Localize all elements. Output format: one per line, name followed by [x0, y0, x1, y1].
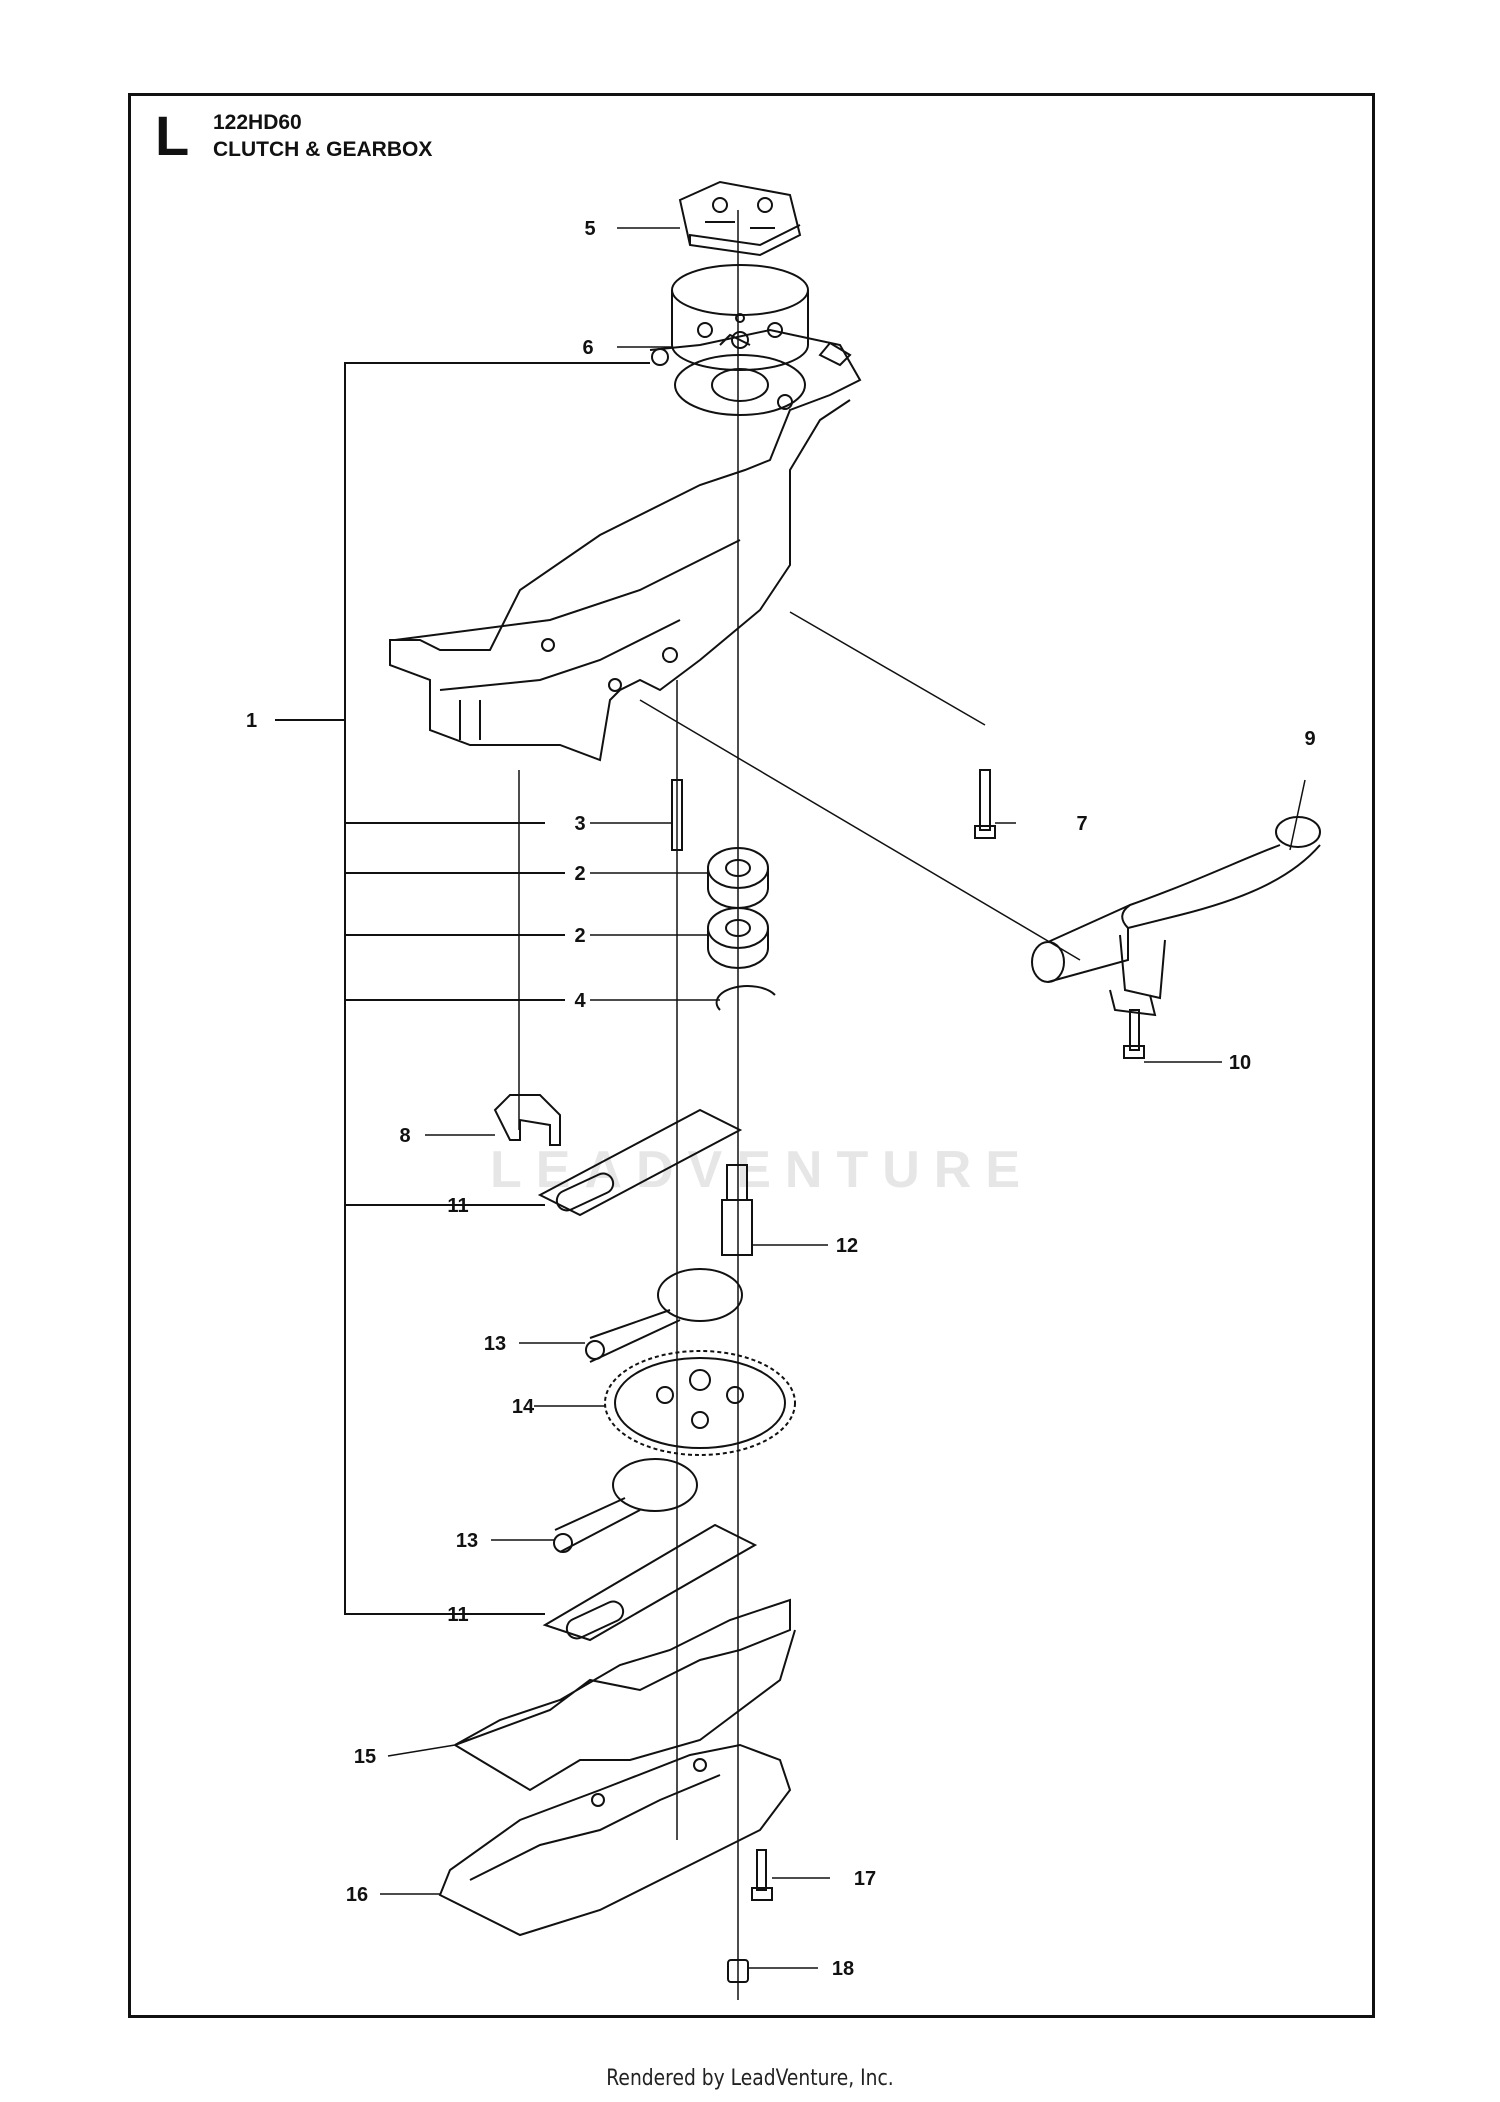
callout-18: 18 — [832, 1958, 854, 1980]
callout-5: 5 — [584, 218, 595, 240]
bearing-part-2-lower — [707, 907, 769, 969]
section-letter: L — [155, 104, 190, 167]
callout-7: 7 — [1076, 813, 1087, 835]
pin-part-3 — [671, 779, 683, 851]
callout-10: 10 — [1229, 1052, 1251, 1074]
callout-2-upper: 2 — [574, 863, 585, 885]
gasket-part-15 — [454, 1598, 791, 1746]
footer-credit: Rendered by LeadVenture, Inc. — [606, 2066, 894, 2091]
callout-6: 6 — [582, 337, 593, 359]
callout-17: 17 — [854, 1868, 876, 1890]
link-part-13-lower — [553, 1458, 698, 1553]
callout-13-lower: 13 — [456, 1530, 478, 1552]
bracket-1 — [344, 362, 650, 1615]
callout-16: 16 — [346, 1884, 368, 1906]
diagram-title: CLUTCH & GEARBOX — [213, 138, 433, 161]
plate-part-11-upper — [537, 1108, 743, 1217]
handle-part-9 — [1031, 816, 1321, 1017]
link-part-13-upper — [585, 1268, 743, 1363]
pinion-part-12 — [721, 1164, 753, 1256]
callout-12: 12 — [836, 1235, 858, 1257]
model-number: 122HD60 — [213, 111, 302, 134]
callout-2-lower: 2 — [574, 925, 585, 947]
circlip-part-4 — [715, 985, 776, 1011]
plug-part-18 — [727, 1959, 749, 1983]
diagram-frame — [128, 93, 1375, 2018]
gear-part-14 — [604, 1350, 796, 1456]
cover-part-16 — [438, 1743, 792, 1937]
plate-part-11-lower — [542, 1523, 758, 1642]
screw-part-17 — [751, 1849, 773, 1901]
watermark-text: LEADVENTURE — [490, 1141, 1035, 1199]
callout-4: 4 — [574, 990, 586, 1012]
callout-3: 3 — [574, 813, 585, 835]
clutch-part-5 — [678, 180, 802, 257]
screw-part-7 — [974, 769, 996, 839]
callout-1: 1 — [246, 710, 257, 732]
part-8 — [493, 1094, 561, 1146]
callout-11-lower: 11 — [447, 1604, 468, 1626]
callout-14: 14 — [512, 1396, 535, 1418]
callout-9: 9 — [1304, 728, 1315, 750]
gear-housing-part-1 — [389, 328, 862, 762]
callout-11-upper: 11 — [447, 1195, 468, 1217]
screw-part-10 — [1123, 1009, 1145, 1059]
callout-15: 15 — [354, 1746, 376, 1768]
callout-13-upper: 13 — [484, 1333, 506, 1355]
callout-8: 8 — [399, 1125, 410, 1147]
